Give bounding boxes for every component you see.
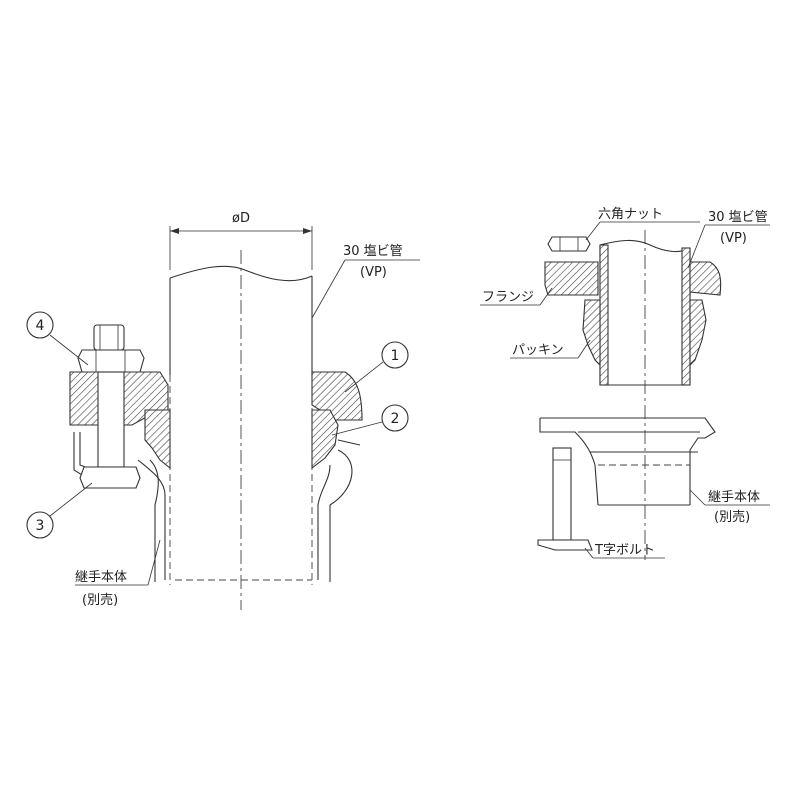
svg-text:4: 4 xyxy=(36,318,45,334)
packing-left xyxy=(144,409,171,470)
callout-4: 4 xyxy=(26,311,89,366)
pvc-pipe-right xyxy=(599,230,691,560)
packing xyxy=(582,299,601,367)
left-assembly-view: øD xyxy=(26,211,420,610)
svg-text:継手本体: 継手本体 xyxy=(708,490,760,505)
svg-text:1: 1 xyxy=(391,348,400,364)
svg-text:(VP): (VP) xyxy=(360,265,387,280)
pipe-label-left: 30 塩ビ管 (VP) xyxy=(311,244,420,319)
svg-text:パッキン: パッキン xyxy=(512,343,564,358)
right-exploded-view: 六角ナット 30 塩ビ管 (VP) フランジ パッキン 継手本体 (別売) xyxy=(480,207,770,560)
diameter-label: øD xyxy=(232,211,250,226)
svg-text:六角ナット: 六角ナット xyxy=(598,207,663,222)
joint-body-right xyxy=(539,417,716,506)
joint-body-left xyxy=(73,432,361,582)
flange xyxy=(544,261,599,296)
packing-right-side xyxy=(689,299,707,367)
callout-2: 2 xyxy=(331,404,409,436)
flange-label: フランジ xyxy=(480,287,553,306)
pipe-label-right: 30 塩ビ管 (VP) xyxy=(687,210,770,269)
svg-text:(別売): (別売) xyxy=(714,509,750,525)
hex-nut xyxy=(547,236,591,252)
svg-text:30 塩ビ管: 30 塩ビ管 xyxy=(343,244,403,259)
svg-text:2: 2 xyxy=(391,411,400,427)
joint-body-label-left: 継手本体 (別売) xyxy=(75,539,161,608)
svg-text:3: 3 xyxy=(36,518,45,534)
t-bolt-label: T字ボルト xyxy=(584,543,665,559)
packing-right xyxy=(311,409,339,470)
svg-text:フランジ: フランジ xyxy=(482,290,534,305)
svg-text:(VP): (VP) xyxy=(720,231,747,246)
packing-label: パッキン xyxy=(510,339,591,359)
svg-text:(別売): (別売) xyxy=(82,592,118,608)
hex-nut-label: 六角ナット xyxy=(585,207,700,241)
svg-text:継手本体: 継手本体 xyxy=(75,570,127,585)
callout-3: 3 xyxy=(26,482,93,539)
hex-bolt-assembly xyxy=(77,324,145,489)
joint-body-label-right: 継手本体 (別売) xyxy=(689,489,770,525)
flange-right-side xyxy=(689,261,722,296)
svg-text:T字ボルト: T字ボルト xyxy=(594,543,655,558)
t-bolt xyxy=(537,447,593,551)
diameter-dimension: øD xyxy=(169,211,313,270)
callout-1: 1 xyxy=(344,341,409,393)
svg-text:30 塩ビ管: 30 塩ビ管 xyxy=(708,210,768,225)
